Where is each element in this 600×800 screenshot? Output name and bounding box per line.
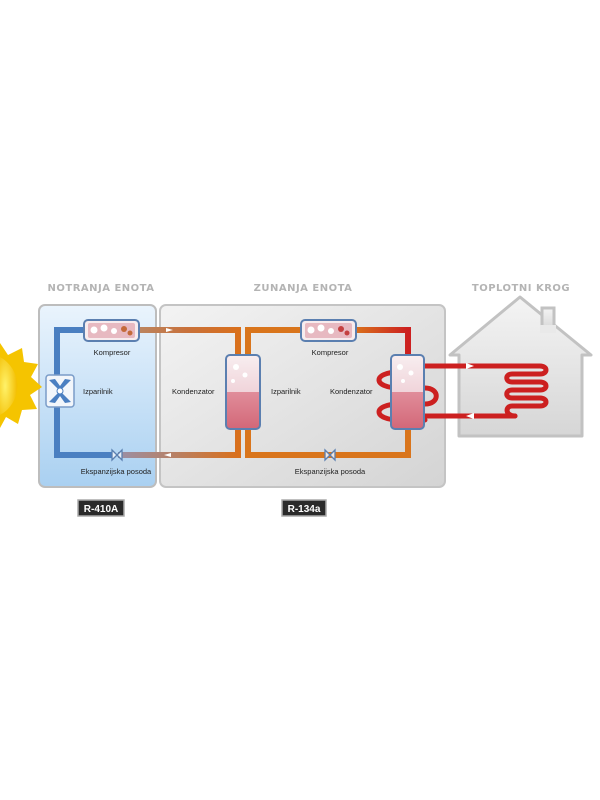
flow-arrows [164, 328, 474, 457]
refrigerant-2-label: R-134a [288, 504, 321, 515]
sun-icon [0, 343, 42, 428]
evaporator-2-label: Izparilnik [271, 387, 301, 396]
outdoor-unit-box [159, 304, 446, 488]
refrigerant-1-label: R-410A [84, 504, 118, 515]
expansion-valve-2-icon [324, 448, 336, 462]
heating-circuit-title: TOPLOTNI KROG [472, 283, 570, 294]
evaporator-fan-icon [45, 374, 75, 408]
compressor-2-label: Kompresor [312, 348, 349, 357]
liquid-return-pipe [118, 428, 241, 458]
compressor-2 [300, 319, 357, 342]
indoor-unit-title: NOTRANJA ENOTA [48, 283, 155, 294]
condenser-1-label: Kondenzator [172, 387, 215, 396]
hot-gas-pipe [127, 327, 241, 358]
condenser-2-tank [390, 354, 425, 430]
refrigerant-badge-1: R-410A [77, 499, 125, 517]
refrigerant-badge-2: R-134a [281, 499, 327, 517]
compressor-1 [83, 319, 140, 342]
indoor-unit-box [38, 304, 157, 488]
expansion-2-label: Ekspanzijska posoda [295, 467, 366, 476]
condenser-1-tank [225, 354, 261, 430]
evaporator-1-label: Izparilnik [83, 387, 113, 396]
condenser-2-label: Kondenzator [330, 387, 373, 396]
compressor-1-label: Kompresor [94, 348, 131, 357]
expansion-valve-1-icon [111, 448, 123, 462]
expansion-1-label: Ekspanzijska posoda [81, 467, 152, 476]
outdoor-unit-title: ZUNANJA ENOTA [254, 283, 353, 294]
